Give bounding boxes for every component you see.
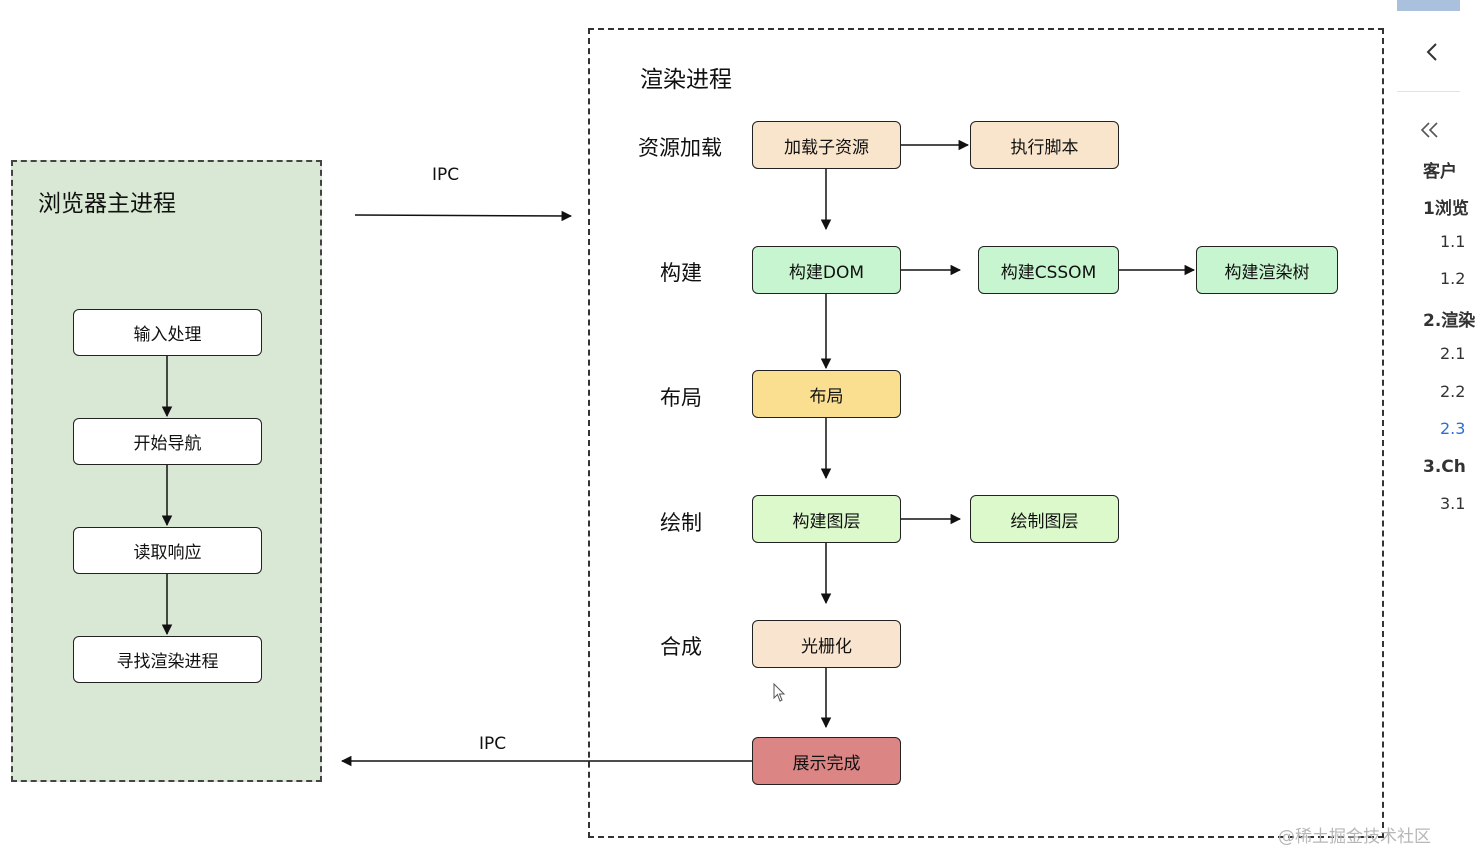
step-start-navigation: 开始导航 xyxy=(73,418,262,465)
row-label-paint: 绘制 xyxy=(660,511,702,535)
node-load-subresources: 加载子资源 xyxy=(752,121,901,169)
outline-item[interactable]: 1浏览 xyxy=(1423,199,1469,219)
node-paint-layers: 绘制图层 xyxy=(970,495,1119,543)
outline-item[interactable]: 2.2 xyxy=(1440,382,1466,401)
node-rasterize: 光栅化 xyxy=(752,620,901,668)
row-label-build: 构建 xyxy=(660,261,702,285)
outline-item-active[interactable]: 2.3 xyxy=(1440,419,1466,438)
step-input-handling: 输入处理 xyxy=(73,309,262,356)
outline-item[interactable]: 1.1 xyxy=(1440,232,1466,251)
outline-item[interactable]: 3.1 xyxy=(1440,494,1466,513)
mouse-cursor-icon xyxy=(773,682,786,702)
watermark: @稀土掘金技术社区 xyxy=(1278,827,1431,847)
node-build-dom: 构建DOM xyxy=(752,246,901,294)
sidebar-top-bar xyxy=(1397,0,1460,11)
main-process-title: 浏览器主进程 xyxy=(38,191,176,217)
outline-sidebar: 客户 1浏览 1.1 1.2 2.渲染 2.1 2.2 2.3 3.Ch 3.1 xyxy=(1397,0,1475,868)
node-display-complete: 展示完成 xyxy=(752,737,901,785)
node-build-layers: 构建图层 xyxy=(752,495,901,543)
node-build-render-tree: 构建渲染树 xyxy=(1196,246,1338,294)
row-label-layout: 布局 xyxy=(660,386,702,410)
render-process-title: 渲染进程 xyxy=(640,67,732,93)
sidebar-divider xyxy=(1397,91,1460,92)
outline-item[interactable]: 3.Ch xyxy=(1423,457,1466,477)
node-build-cssom: 构建CSSOM xyxy=(978,246,1119,294)
chevron-left-icon[interactable] xyxy=(1425,42,1439,62)
render-process-panel xyxy=(588,28,1384,838)
step-find-renderer: 寻找渲染进程 xyxy=(73,636,262,683)
outline-item[interactable]: 2.渲染 xyxy=(1423,311,1475,331)
step-read-response: 读取响应 xyxy=(73,527,262,574)
row-label-composite: 合成 xyxy=(660,635,702,659)
ipc-label-top: IPC xyxy=(432,165,460,185)
outline-item[interactable]: 2.1 xyxy=(1440,344,1466,363)
outline-item[interactable]: 1.2 xyxy=(1440,269,1466,288)
double-chevron-left-icon[interactable] xyxy=(1420,121,1440,139)
ipc-label-bottom: IPC xyxy=(479,734,507,754)
arrow-ipc-to-renderer xyxy=(354,210,573,222)
node-execute-script: 执行脚本 xyxy=(970,121,1119,169)
outline-item[interactable]: 客户 xyxy=(1423,162,1457,182)
node-layout: 布局 xyxy=(752,370,901,418)
row-label-resource-loading: 资源加载 xyxy=(638,136,722,160)
